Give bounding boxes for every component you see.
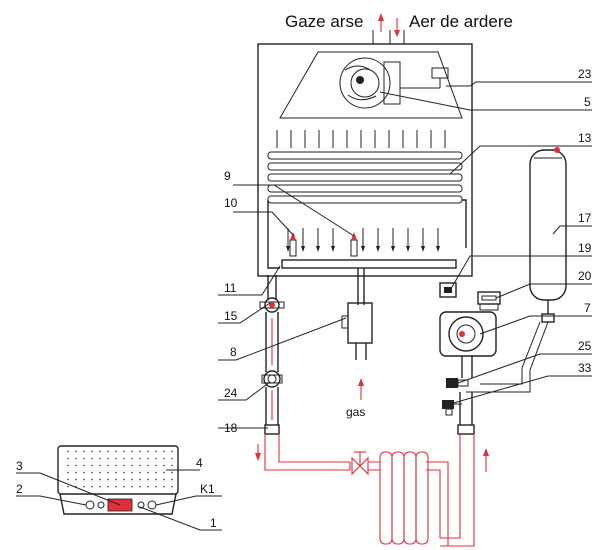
left-button-icon[interactable] xyxy=(97,501,105,509)
supply-pipe-lower xyxy=(265,387,279,425)
return-pipe-upper xyxy=(462,199,467,248)
callout-7: 7 xyxy=(584,301,591,315)
return-pipe-lower xyxy=(459,392,473,425)
radiator-icon xyxy=(379,451,429,545)
supply-pipe xyxy=(267,275,277,300)
panel-callout-2: 2 xyxy=(16,482,23,496)
supply-to-manifold xyxy=(267,240,280,269)
callout-23: 23 xyxy=(578,67,592,81)
pump-controller-icon xyxy=(477,291,501,311)
callout-5: 5 xyxy=(584,95,591,109)
fan-icon xyxy=(339,57,401,109)
return-pipe-pump xyxy=(461,356,473,378)
temperature-knob-icon[interactable] xyxy=(147,500,157,510)
heating-circuit xyxy=(255,434,489,547)
burner-manifold xyxy=(281,259,457,269)
supply-pipe-mid xyxy=(265,312,279,372)
pressure-sensor-icon xyxy=(446,378,469,388)
callout-leaders xyxy=(218,81,592,429)
panel-callout-1: 1 xyxy=(210,516,217,530)
boiler-casing xyxy=(257,43,473,277)
callout-20: 20 xyxy=(578,269,592,283)
expansion-vessel xyxy=(529,147,567,323)
combustion-hood xyxy=(279,51,463,119)
callout-24: 24 xyxy=(224,386,238,400)
gas-inlet-arrow xyxy=(358,378,364,400)
air-vent-icon xyxy=(439,282,457,298)
control-panel-grille xyxy=(62,450,174,490)
vessel-pipe xyxy=(466,321,549,393)
flue-gas-label: Gaze arse xyxy=(285,12,363,31)
callout-15: 15 xyxy=(224,309,238,323)
safety-valve-icon xyxy=(259,297,285,313)
heat-exchanger-fins xyxy=(276,130,446,148)
gas-label: gas xyxy=(346,405,365,419)
callout-8: 8 xyxy=(230,345,237,359)
combustion-air-label: Aer de ardere xyxy=(409,12,513,31)
supply-fitting xyxy=(264,424,280,435)
return-fitting xyxy=(457,424,475,435)
flow-sensor-icon xyxy=(261,370,283,388)
panel-callout-4: 4 xyxy=(196,456,203,470)
callout-13: 13 xyxy=(578,131,592,145)
mode-knob-icon[interactable] xyxy=(85,500,95,510)
callout-33: 33 xyxy=(578,361,592,375)
panel-callout-3: 3 xyxy=(16,459,23,473)
gas-pipe-lower xyxy=(355,343,367,360)
ignition-electrode-icon xyxy=(289,232,297,257)
gas-valve-coil xyxy=(341,315,349,329)
gas-pipe-upper xyxy=(357,268,365,305)
callout-25: 25 xyxy=(578,339,592,353)
callout-9: 9 xyxy=(224,169,231,183)
callout-19: 19 xyxy=(578,241,592,255)
flue-gas-arrow xyxy=(378,13,384,32)
burner-flames xyxy=(286,228,440,252)
right-button-icon[interactable] xyxy=(137,501,145,509)
callout-17: 17 xyxy=(578,211,592,225)
panel-callout-leaders xyxy=(16,469,222,531)
panel-callout-k1: K1 xyxy=(200,482,215,496)
combustion-air-arrow xyxy=(394,18,400,37)
gas-valve xyxy=(347,302,373,344)
pump-icon xyxy=(439,311,497,357)
pressure-switch-icon xyxy=(400,67,449,89)
callout-11: 11 xyxy=(224,281,237,295)
callout-18: 18 xyxy=(224,421,238,435)
callout-10: 10 xyxy=(224,196,238,210)
filling-valve-icon xyxy=(442,400,462,416)
heat-exchanger xyxy=(267,151,463,204)
